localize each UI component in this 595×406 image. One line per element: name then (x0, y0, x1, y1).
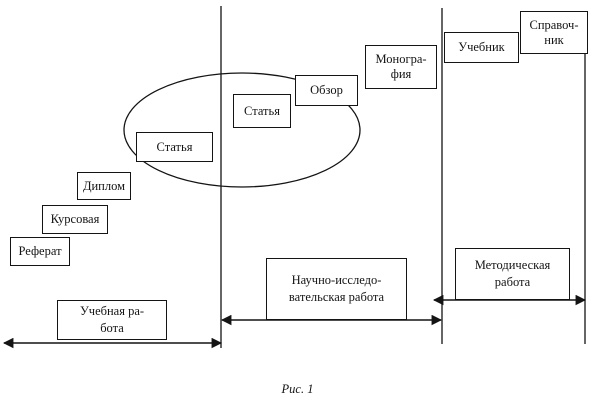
step-monografiya: Моногра- фия (365, 45, 437, 89)
figure-caption: Рис. 1 (281, 382, 314, 396)
step-statya-2: Статья (233, 94, 291, 128)
step-statya-1: Статья (136, 132, 213, 162)
step-obzor: Обзор (295, 75, 358, 106)
step-kursovaya: Курсовая (42, 205, 108, 234)
step-spravochnik: Справоч- ник (520, 11, 588, 54)
area-research-work: Научно-исследо- вательская работа (266, 258, 407, 320)
overlap-ellipse (123, 72, 361, 188)
step-referat: Реферат (10, 237, 70, 266)
step-uchebnik: Учебник (444, 32, 519, 63)
area-educational-work: Учебная ра- бота (57, 300, 167, 340)
step-diplom: Диплом (77, 172, 131, 200)
area-methodical-work: Методическая работа (455, 248, 570, 300)
